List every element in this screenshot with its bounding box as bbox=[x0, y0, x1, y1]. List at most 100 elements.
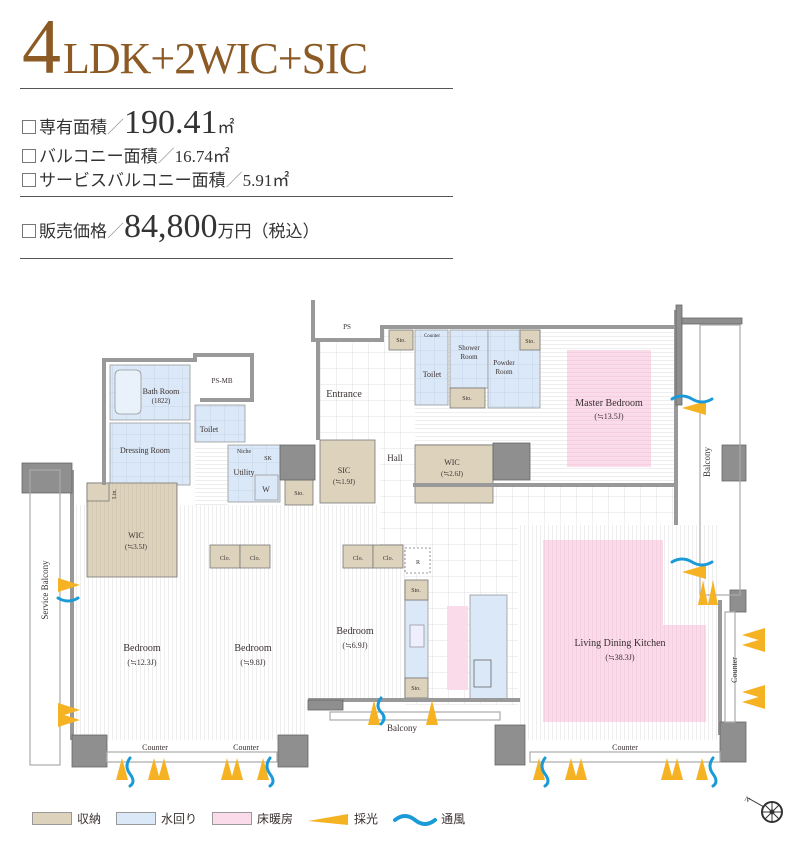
separator: ／ bbox=[225, 171, 243, 190]
unit: ㎡ bbox=[217, 118, 235, 137]
separator: ／ bbox=[107, 222, 124, 241]
exclusive-area: 専有面積／190.41㎡ bbox=[22, 104, 235, 142]
storage-swatch bbox=[32, 812, 72, 825]
toilet-1 bbox=[194, 404, 246, 443]
counter bbox=[529, 751, 721, 763]
compass-icon: N bbox=[743, 795, 783, 823]
storage bbox=[519, 329, 541, 351]
storage bbox=[388, 329, 414, 351]
storage bbox=[284, 479, 314, 506]
wind-icon bbox=[670, 557, 714, 567]
sale-price: 販売価格／84,800万円（税込） bbox=[22, 208, 320, 246]
niche-label: Niche bbox=[237, 449, 252, 455]
wic-2-size-label: (≒2.6J) bbox=[441, 470, 464, 478]
bedroom-3-label: Bedroom bbox=[336, 626, 373, 637]
bath-size-label: (1822) bbox=[152, 397, 171, 405]
bedroom-3-size-label: (≒6.9J) bbox=[342, 641, 367, 650]
divider bbox=[20, 88, 453, 89]
legend-ventilation: 通風 bbox=[393, 810, 465, 827]
counter-label: Counter bbox=[612, 743, 638, 752]
type-rest: LDK+2WIC+SIC bbox=[63, 34, 368, 83]
refrigerator-label: R bbox=[416, 560, 420, 566]
floor-heating-area bbox=[543, 540, 663, 625]
label: 専有面積 bbox=[39, 118, 107, 137]
light-icon bbox=[221, 758, 269, 780]
light-icon bbox=[682, 401, 706, 415]
counter-label: Counter bbox=[730, 657, 739, 683]
closet bbox=[372, 544, 404, 569]
legend-label: 採光 bbox=[354, 812, 379, 826]
value: 16.74 bbox=[174, 147, 213, 166]
wic-2 bbox=[414, 444, 494, 504]
storage-label: Sto. bbox=[294, 491, 304, 497]
balcony-right bbox=[699, 324, 741, 596]
legend-storage: 収納 bbox=[32, 810, 101, 827]
legend-label: 通風 bbox=[441, 812, 466, 826]
wind-icon bbox=[376, 696, 386, 726]
light-icon bbox=[58, 578, 80, 592]
water-swatch bbox=[116, 812, 157, 825]
unit: ㎡ bbox=[272, 171, 290, 190]
separator: ／ bbox=[157, 147, 175, 166]
checkbox-icon bbox=[22, 173, 36, 187]
value: 5.91 bbox=[242, 171, 273, 190]
closet bbox=[239, 544, 271, 569]
counter-label: Counter bbox=[233, 743, 259, 752]
wind-icon bbox=[670, 394, 714, 404]
daylight-arrows bbox=[58, 401, 765, 780]
room-labels: PS PS-MB Bath Room (1822) Toilet Dressin… bbox=[40, 323, 739, 752]
shower-room-label: Shower Room bbox=[458, 344, 480, 361]
floor-heating-area bbox=[567, 350, 651, 467]
wic-1-size-label: (≒3.5J) bbox=[125, 543, 148, 551]
label: 販売価格 bbox=[39, 222, 107, 241]
counter bbox=[106, 751, 278, 763]
counter bbox=[724, 611, 736, 723]
light-icon bbox=[58, 703, 80, 727]
label: サービスバルコニー面積 bbox=[39, 171, 226, 190]
linen-label: Lin. bbox=[112, 489, 118, 499]
light-icon bbox=[368, 700, 438, 725]
wind-icon bbox=[56, 596, 80, 603]
storage-label: Sto. bbox=[462, 396, 472, 402]
label: バルコニー面積 bbox=[39, 147, 158, 166]
balcony-bottom-label: Balcony bbox=[387, 723, 417, 733]
sic-label: SIC bbox=[338, 466, 350, 475]
value: 84,800 bbox=[124, 208, 218, 245]
counter-small-label: Counter bbox=[424, 334, 440, 339]
sic-size-label: (≒1.9J) bbox=[333, 478, 356, 486]
powder-room-label: Powder Room bbox=[493, 359, 515, 376]
checkbox-icon bbox=[22, 224, 36, 238]
stove-icon bbox=[409, 624, 425, 648]
bedroom-1-label: Bedroom bbox=[123, 643, 160, 654]
floor-heating-swatch bbox=[212, 812, 253, 825]
storage-areas bbox=[86, 329, 541, 699]
storage bbox=[449, 387, 486, 409]
unit: 万円（税込） bbox=[217, 222, 320, 241]
storage-label: Sto. bbox=[525, 339, 535, 345]
wind-icon bbox=[125, 756, 135, 788]
light-icon bbox=[698, 580, 708, 605]
light-icon bbox=[533, 758, 587, 780]
bedroom-2-size-label: (≒9.8J) bbox=[240, 658, 265, 667]
light-icon bbox=[116, 758, 170, 780]
checkbox-icon bbox=[22, 120, 36, 134]
hall-label: Hall bbox=[387, 453, 403, 463]
balcony-right-label: Balcony bbox=[702, 447, 712, 477]
columns bbox=[21, 304, 747, 768]
bedroom-1-floor bbox=[72, 545, 208, 740]
bath-room-label: Bath Room bbox=[143, 387, 180, 396]
ps-label: PS bbox=[343, 323, 351, 331]
service-balcony-label: Service Balcony bbox=[40, 560, 50, 620]
value: 190.41 bbox=[124, 104, 218, 141]
toilet-2-label: Toilet bbox=[423, 370, 442, 379]
legend-label: 床暖房 bbox=[257, 812, 294, 826]
closet-label: Clo. bbox=[353, 556, 364, 562]
separator: ／ bbox=[107, 118, 124, 137]
master-bedroom-label: Master Bedroom bbox=[575, 398, 643, 409]
legend-daylight: 採光 bbox=[308, 810, 378, 827]
legend-floor-heating: 床暖房 bbox=[212, 810, 293, 827]
balconies bbox=[29, 324, 741, 766]
dressing-room-label: Dressing Room bbox=[120, 446, 170, 455]
bedroom-2-floor bbox=[208, 545, 308, 740]
wind-icon bbox=[540, 756, 550, 788]
